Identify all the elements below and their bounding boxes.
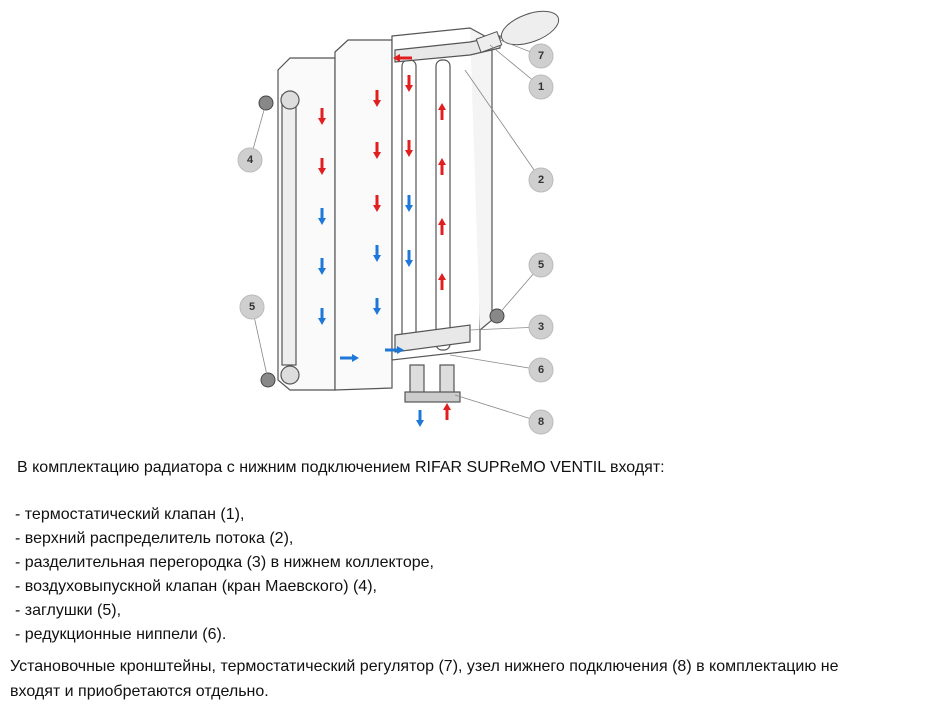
callout-1: 1 [489, 44, 554, 100]
callout-7: 7 [499, 39, 554, 69]
callout-leader-line [454, 394, 542, 423]
callout-number: 4 [247, 154, 254, 166]
callout-number: 8 [538, 416, 544, 428]
list-item: - термостатический клапан (1), [15, 506, 245, 523]
radiator-body [277, 27, 501, 403]
list-item: - воздуховыпускной клапан (кран Маевског… [15, 578, 377, 595]
intro-text: В комплектацию радиатора с нижним подклю… [17, 459, 665, 476]
callout-number: 3 [538, 321, 544, 333]
callout-leader-line [449, 354, 542, 371]
cold-flow-arrow [318, 258, 326, 275]
hot-flow-arrow [443, 403, 451, 420]
callout-circle [528, 357, 554, 383]
hot-flow-arrow [438, 103, 446, 120]
callout-circle [528, 43, 554, 69]
callout-number: 2 [538, 174, 544, 186]
radiator-diagram: 7 1 4 2 5 5 3 6 8 [237, 10, 560, 435]
list-item: - верхний распределитель потока (2), [15, 530, 294, 547]
hot-flow-arrow [373, 142, 381, 159]
callout-4: 4 [237, 102, 267, 173]
cold-flow-arrow [318, 308, 326, 325]
callout-number: 6 [538, 364, 544, 376]
cold-flow-arrow [373, 298, 381, 315]
callout-number: 5 [538, 259, 544, 271]
callout-number: 5 [249, 301, 255, 313]
hot-flow-arrow [393, 54, 412, 62]
callout-circle [528, 409, 554, 435]
callout-circle [237, 147, 263, 173]
callout-number: 1 [538, 81, 544, 93]
list-item: - заглушки (5), [15, 602, 122, 619]
list-item: - редукционные ниппели (6). [15, 626, 227, 643]
note-text-line2: входят и приобретаются отдельно. [10, 683, 269, 700]
cold-flow-arrow [405, 195, 413, 212]
callout-circle [528, 252, 554, 278]
cold-flow-arrow [340, 354, 359, 362]
callout-circle [528, 314, 554, 340]
cold-flow-arrow [385, 346, 404, 354]
list-item: - разделительная перегородка (3) в нижне… [15, 554, 434, 571]
callout-6: 6 [449, 354, 554, 383]
hot-flow-arrow [438, 273, 446, 290]
hot-flow-arrow [318, 158, 326, 175]
cold-flow-arrow [416, 410, 424, 427]
hot-flow-arrow [438, 158, 446, 175]
callout-leader-line [464, 69, 542, 181]
note-text-line1: Установочные кронштейны, термостатически… [10, 658, 839, 675]
callout-5: 5 [239, 294, 269, 381]
cold-flow-arrow [373, 245, 381, 262]
callout-circle [528, 167, 554, 193]
callout-8: 8 [454, 394, 554, 435]
cold-flow-arrow [318, 208, 326, 225]
cold-flow-arrow [405, 250, 413, 267]
callout-5: 5 [496, 252, 554, 317]
hot-flow-arrow [405, 75, 413, 92]
callout-number: 7 [538, 50, 544, 62]
callout-3: 3 [469, 314, 554, 340]
hot-flow-arrow [373, 90, 381, 107]
thermostatic-head [475, 10, 560, 53]
callout-circle [239, 294, 265, 320]
hot-flow-arrow [373, 195, 381, 212]
hot-flow-arrow [318, 108, 326, 125]
hot-flow-arrow [438, 218, 446, 235]
callout-circle [528, 74, 554, 100]
callout-2: 2 [464, 69, 554, 193]
hot-flow-arrow [405, 140, 413, 157]
